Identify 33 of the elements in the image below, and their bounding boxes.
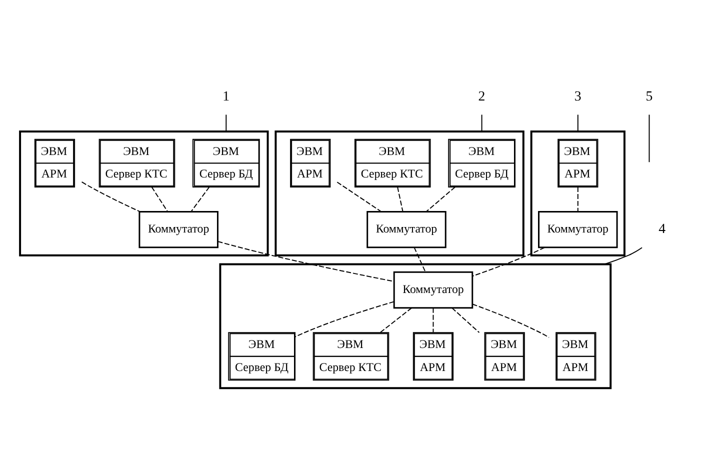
connector bbox=[226, 114, 227, 132]
connector bbox=[452, 306, 480, 333]
node-text: 4 bbox=[658, 222, 666, 237]
connector bbox=[472, 246, 546, 276]
node-text: 2 bbox=[478, 88, 486, 104]
cluster bbox=[530, 130, 626, 256]
connector bbox=[81, 180, 140, 212]
connector bbox=[151, 186, 168, 212]
node-box: Коммутатор bbox=[366, 210, 446, 248]
connector bbox=[217, 240, 394, 282]
connector bbox=[648, 114, 650, 162]
connector bbox=[294, 300, 394, 337]
connector bbox=[414, 246, 426, 272]
connector bbox=[380, 306, 412, 333]
node-text: 1 bbox=[222, 88, 230, 104]
connector bbox=[472, 303, 550, 338]
connector bbox=[604, 246, 643, 264]
connector bbox=[336, 181, 382, 212]
connector bbox=[481, 114, 482, 132]
cluster bbox=[274, 130, 524, 256]
cluster bbox=[219, 262, 612, 389]
connector bbox=[426, 186, 456, 212]
node-box: Коммутатор bbox=[538, 210, 618, 248]
node-text: 5 bbox=[646, 88, 653, 104]
cluster bbox=[19, 130, 269, 256]
connector bbox=[190, 186, 210, 212]
connector bbox=[577, 114, 578, 132]
node-text: 3 bbox=[574, 88, 582, 104]
connector bbox=[577, 186, 578, 212]
connector bbox=[432, 306, 434, 332]
node-box: Коммутатор bbox=[393, 270, 474, 308]
connector bbox=[397, 186, 404, 212]
node-box: Коммутатор bbox=[138, 210, 218, 248]
